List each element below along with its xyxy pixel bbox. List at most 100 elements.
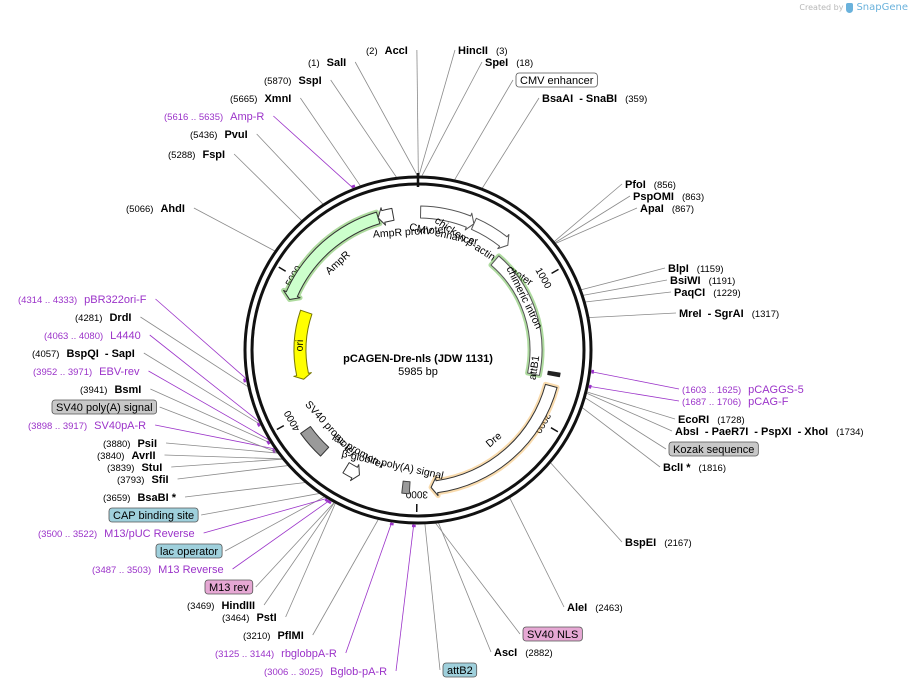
site-sali[interactable]: (1)SalI: [308, 57, 346, 69]
feature-ampr-promoter-label: AmpR promoter: [373, 224, 448, 241]
site-amp-r[interactable]: (5616 .. 5635)Amp-R: [164, 111, 264, 123]
feature-globin-poly-a-signal[interactable]: [401, 480, 411, 495]
site-rbglobpa-r[interactable]: (3125 .. 3144)rbglobpA-R: [215, 648, 337, 660]
tick-mark: [276, 424, 285, 431]
label-coord: (3487 .. 3503): [92, 565, 151, 576]
label-coord: (3500 .. 3522): [38, 529, 97, 540]
leader-line: [149, 334, 262, 424]
label-box: [442, 662, 478, 678]
leader-line: [203, 497, 329, 534]
label-name: BclI *: [663, 462, 691, 474]
site-hindiii[interactable]: (3469)HindIII: [187, 600, 255, 612]
site-pvui[interactable]: (5436)PvuI: [190, 129, 248, 141]
leader-line: [263, 501, 336, 606]
feature-ori[interactable]: [293, 309, 313, 380]
site-bspqi[interactable]: (4057)BspQI- SapI: [32, 348, 135, 360]
label-coord: (1191): [709, 276, 736, 287]
site-bsiwi[interactable]: BsiWI (1191): [670, 275, 735, 287]
site-drdi[interactable]: (4281)DrdI: [75, 312, 131, 324]
snapgene-logo-icon: [846, 2, 854, 13]
label-box: [668, 441, 759, 457]
leader-line: [580, 267, 666, 291]
label-name: BsaBI *: [137, 492, 176, 504]
site-pfoi[interactable]: PfoI(856): [625, 179, 676, 191]
site-bglob-pa-r[interactable]: (3006 .. 3025)Bglob-pA-R: [264, 666, 387, 678]
site-attb2[interactable]: attB2: [442, 662, 478, 678]
site-m13-puc-reverse[interactable]: (3500 .. 3522)M13/pUC Reverse: [38, 528, 195, 540]
site-apai[interactable]: ApaI(867): [640, 203, 694, 215]
site-bsmi[interactable]: (3941)BsmI: [80, 384, 141, 396]
label-name: AscI: [494, 647, 517, 659]
label-coord: (1603 .. 1625): [682, 385, 741, 396]
label-box: [515, 72, 598, 88]
site-acci[interactable]: (2)AccI: [366, 45, 408, 57]
site-bsabi[interactable]: (3659)BsaBI *: [103, 492, 177, 504]
label-coord: (3210): [243, 631, 270, 642]
label-coord: (1229): [713, 288, 740, 299]
site-pbr322ori-f[interactable]: (4314 .. 4333)pBR322ori-F: [18, 294, 147, 306]
site-ecori[interactable]: EcoRI(1728): [678, 414, 745, 426]
site-fspi[interactable]: (5288)FspI: [168, 149, 225, 161]
site-blpi[interactable]: BlpI(1159): [668, 263, 724, 275]
label-name: BsiWI: [670, 275, 701, 287]
site-sv40-nls[interactable]: SV40 NLS: [522, 626, 583, 642]
feature-chicken-actin-promoter[interactable]: [470, 217, 510, 250]
label-name: EcoRI: [678, 414, 709, 426]
site-ahdi[interactable]: (5066)AhdI: [126, 203, 185, 215]
site-hincii[interactable]: HincII(3): [458, 45, 508, 57]
site-pflmi[interactable]: (3210)PflMI: [243, 630, 304, 642]
label-name: pCAGGS-5: [748, 384, 804, 396]
feature-attb1[interactable]: [547, 370, 561, 378]
tick-mark: [551, 268, 559, 275]
site-stui[interactable]: (3839)StuI: [107, 462, 162, 474]
feature-dre[interactable]: [430, 383, 558, 497]
site-psti[interactable]: (3464)PstI: [222, 612, 277, 624]
site-paqci[interactable]: PaqCI(1229): [674, 287, 741, 299]
site-pcag-f[interactable]: (1687 .. 1706)pCAG-F: [682, 396, 789, 408]
label-name: BspQI: [66, 348, 98, 360]
site-bspei[interactable]: BspEI(2167): [625, 537, 692, 549]
site-cmv-enhancer[interactable]: CMV enhancer: [515, 72, 598, 88]
site-sfii[interactable]: (3793)SfiI: [117, 474, 169, 486]
site-l4440[interactable]: (4063 .. 4080)L4440: [44, 330, 141, 342]
site-asci[interactable]: AscI(2882): [494, 647, 553, 659]
feature-ampr-promoter[interactable]: [377, 207, 395, 226]
leader-line: [184, 481, 307, 498]
label-coord: (5436): [190, 130, 217, 141]
site-sv40pa-r[interactable]: (3898 .. 3917)SV40pA-R: [28, 420, 146, 432]
site-spei[interactable]: SpeI(18): [485, 57, 533, 69]
site-absi[interactable]: AbsI- PaeR7I- PspXI- XhoI(1734): [675, 426, 864, 438]
site-lac-operator[interactable]: lac operator: [155, 543, 223, 559]
site-bcli[interactable]: BclI *(1816): [663, 462, 726, 474]
site-sv40-poly-a-signal[interactable]: SV40 poly(A) signal: [51, 399, 158, 415]
label-coord: (3952 .. 3971): [33, 367, 92, 378]
label-isoschizomer: - XhoI: [798, 426, 829, 438]
feature-sv40-promoter[interactable]: [300, 425, 330, 457]
leader-line: [395, 522, 415, 672]
leader-line: [585, 392, 673, 432]
site-ebv-rev[interactable]: (3952 .. 3971)EBV-rev: [33, 366, 140, 378]
site-mrei[interactable]: MreI- SgrAI(1317): [679, 308, 779, 320]
site-m13-rev[interactable]: M13 rev: [204, 579, 254, 595]
site-alei[interactable]: AleI(2463): [567, 602, 623, 614]
site-kozak-sequence[interactable]: Kozak sequence: [668, 441, 759, 457]
feature-lac-promoter[interactable]: [342, 462, 360, 482]
label-name: SpeI: [485, 57, 508, 69]
site-pcaggs-5[interactable]: (1603 .. 1625) pCAGGS-5: [682, 384, 804, 396]
label-name: BlpI: [668, 263, 689, 275]
feature-ampr[interactable]: [283, 211, 381, 300]
site-xmni[interactable]: (5665)XmnI: [230, 93, 291, 105]
site-pspomi[interactable]: PspOMI(863): [633, 191, 704, 203]
site-sspi[interactable]: (5870)SspI: [264, 75, 322, 87]
site-avrii[interactable]: (3840)AvrII: [97, 450, 156, 462]
site-psii[interactable]: (3880)PsiI: [103, 438, 157, 450]
label-coord: (3125 .. 3144): [215, 649, 274, 660]
site-cap-binding-site[interactable]: CAP binding site: [108, 507, 199, 523]
feature-chimeric-intron[interactable]: [490, 255, 543, 376]
site-m13-reverse[interactable]: (3487 .. 3503)M13 Reverse: [92, 564, 224, 576]
site-bsaai[interactable]: BsaAI- SnaBI(359): [542, 93, 647, 105]
leader-line: [312, 518, 380, 636]
label-text: SV40 NLS: [527, 629, 578, 641]
